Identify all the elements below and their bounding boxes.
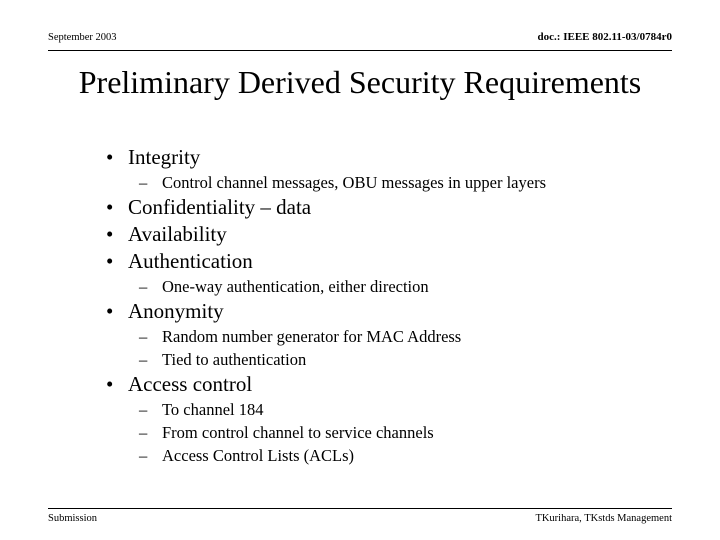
bullet-item-label: To channel 184 [162, 400, 264, 419]
bullet-item-level-1: • Access control [0, 371, 720, 398]
bullet-item-level-2: –One-way authentication, either directio… [0, 275, 720, 298]
bullet-dash-icon: – [139, 400, 148, 419]
header-document-id: doc.: IEEE 802.11-03/0784r0 [537, 31, 672, 43]
bullet-dot-icon: • [106, 222, 114, 246]
slide-header: September 2003 doc.: IEEE 802.11-03/0784… [48, 31, 672, 51]
bullet-dot-icon: • [106, 195, 114, 219]
bullet-item-label: Authentication [128, 249, 253, 273]
bullet-item-level-2: –Control channel messages, OBU messages … [0, 171, 720, 194]
bullet-dash-icon: – [139, 327, 148, 346]
header-divider [48, 50, 672, 51]
bullet-item-label: Random number generator for MAC Address [162, 327, 462, 346]
bullet-dash-icon: – [139, 350, 148, 369]
footer-divider [48, 508, 672, 509]
slide-footer: Submission TKurihara, TKstds Management [48, 512, 672, 530]
bullet-item-level-1: • Anonymity [0, 298, 720, 325]
bullet-item-label: Anonymity [128, 299, 224, 323]
bullet-item-label: Access control [128, 372, 253, 396]
slide-title: Preliminary Derived Security Requirement… [78, 64, 642, 100]
bullet-dot-icon: • [106, 145, 114, 169]
header-date: September 2003 [48, 32, 117, 43]
bullet-item-level-2: –Tied to authentication [0, 348, 720, 371]
bullet-item-label: Access Control Lists (ACLs) [162, 446, 355, 465]
bullet-dash-icon: – [139, 423, 148, 442]
footer-author: TKurihara, TKstds Management [535, 513, 672, 524]
bullet-item-label: Control channel messages, OBU messages i… [162, 173, 546, 192]
bullet-item-level-1: • Integrity [0, 144, 720, 171]
bullet-item-label: Availability [128, 222, 227, 246]
slide-bullet-list: •Integrity–Control channel messages, OBU… [0, 144, 720, 467]
bullet-item-level-1: • Authentication [0, 248, 720, 275]
bullet-dash-icon: – [139, 277, 148, 296]
footer-submission-label: Submission [48, 513, 98, 524]
bullet-item-level-2: –To channel 184 [0, 398, 720, 421]
bullet-dash-icon: – [139, 173, 148, 192]
bullet-dot-icon: • [106, 249, 114, 273]
bullet-item-level-1: • Availability [0, 221, 720, 248]
bullet-item-label: One-way authentication, either direction [162, 277, 429, 296]
bullet-item-level-2: –Random number generator for MAC Address [0, 325, 720, 348]
bullet-dash-icon: – [139, 446, 148, 465]
bullet-item-level-2: –From control channel to service channel… [0, 421, 720, 444]
bullet-item-label: Tied to authentication [162, 350, 307, 369]
bullet-item-level-1: • Confidentiality – data [0, 194, 720, 221]
bullet-item-label: Integrity [128, 145, 201, 169]
bullet-item-label: Confidentiality – data [128, 195, 312, 219]
bullet-dot-icon: • [106, 372, 114, 396]
bullet-dot-icon: • [106, 299, 114, 323]
bullet-item-label: From control channel to service channels [162, 423, 434, 442]
bullet-item-level-2: –Access Control Lists (ACLs) [0, 444, 720, 467]
